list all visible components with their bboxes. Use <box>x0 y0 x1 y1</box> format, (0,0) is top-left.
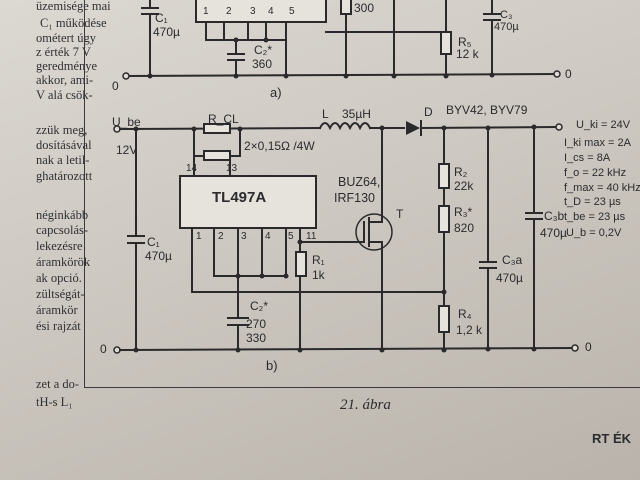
r3-value: 820 <box>454 221 475 235</box>
body-text-line: akkor, ami- <box>36 73 94 87</box>
figure-frame <box>84 0 640 388</box>
r4-value: 1,2 k <box>456 323 483 337</box>
ic-pin: 2 <box>218 231 224 242</box>
body-text-line: V alá csök- <box>36 88 93 102</box>
ic-pin: 11 <box>306 231 317 242</box>
rcl-label: R_CL <box>208 112 239 126</box>
spec-line: f_o = 22 kHz <box>564 167 627 179</box>
spec-line: I_ki max = 2A <box>564 137 631 149</box>
body-text-line: nak a letil- <box>36 153 90 167</box>
ic-a-pin: 4 <box>268 6 274 17</box>
ic-name: TL497A <box>212 189 267 206</box>
c2-b-value-1: 270 <box>246 317 267 331</box>
circuit-a <box>122 0 561 80</box>
fet-label-2: IRF130 <box>334 191 375 205</box>
body-text-line: áramkör <box>36 303 78 317</box>
diode-types: BYV42, BYV79 <box>446 103 528 117</box>
body-text-line: zzük meg, <box>36 123 88 137</box>
body-text-line: ghatározott <box>36 169 93 183</box>
r5-label: R₅ <box>458 35 472 49</box>
spec-line: I_cs = 8A <box>564 152 611 164</box>
circuit-b-label: b) <box>266 358 278 373</box>
body-text-line: zet a do- <box>36 377 80 391</box>
body-text-line: dosításával <box>36 138 92 152</box>
c1-b-value: 470µ <box>145 249 172 263</box>
ic-a-pin: 3 <box>250 6 256 17</box>
page-corner-text: RT ÉK <box>592 431 631 446</box>
body-text-line: C₁ működése <box>40 16 107 30</box>
c1-a-value: 470µ <box>153 25 180 39</box>
r3-label: R₃* <box>454 205 473 219</box>
c3b-label: C₃b <box>544 209 565 223</box>
c3a-label: C₃a <box>502 253 523 267</box>
c3-a-label: C₃ <box>500 9 513 21</box>
body-text-line: ométert úgy <box>36 31 97 45</box>
circuit-a-label: a) <box>270 85 282 100</box>
r1-label: R₁ <box>312 253 325 267</box>
c2-b-value-2: 330 <box>246 331 267 345</box>
body-text-line: lekezésre <box>36 239 83 253</box>
c2-b-label: C₂* <box>250 299 268 313</box>
fet-t-label: T <box>396 207 404 221</box>
body-text-line: capcsolás- <box>36 223 89 237</box>
c3a-value: 470µ <box>496 271 523 285</box>
ground-b-right: 0 <box>585 340 592 354</box>
c1-a-label: C₁ <box>155 11 168 25</box>
c2-a-value: 360 <box>252 57 273 71</box>
c3-a-value: 470µ <box>494 21 519 33</box>
figure-caption: 21. ábra <box>340 397 391 413</box>
fet-label: BUZ64, <box>338 175 381 189</box>
spec-line: f_max = 40 kHz <box>564 182 640 194</box>
inductor-value: 35µH <box>342 107 371 121</box>
ic-pin: 3 <box>241 231 247 242</box>
body-text-line: tH-s L₁ <box>36 395 73 409</box>
r2-value: 22k <box>454 179 474 193</box>
c3b-value: 470µ <box>540 226 567 240</box>
ground-b-left: 0 <box>100 342 107 356</box>
body-text-line: geredménye <box>36 59 98 73</box>
body-text-line: ak opció. <box>36 271 82 285</box>
ic-pin-14: 14 <box>186 163 198 174</box>
r4-label: R₄ <box>458 307 472 321</box>
circuit-b <box>113 120 579 354</box>
inductor-label: L <box>322 107 329 121</box>
ic-pin: 1 <box>196 231 202 242</box>
c2-a-label: C₂* <box>254 43 272 57</box>
ground-a-right: 0 <box>565 67 572 81</box>
body-text-line: négink​ább <box>36 208 89 222</box>
body-text-line: z érték 7 V <box>36 45 91 59</box>
body-text-line: ési rajzát <box>36 319 81 333</box>
spec-line: U_ki = 24V <box>576 119 631 131</box>
spec-line: U_b = 0,2V <box>566 227 622 239</box>
v12-label: 12V <box>116 143 138 157</box>
ube-label: U_be <box>112 115 141 129</box>
r1-value: 1k <box>312 268 325 282</box>
ic-pin: 5 <box>288 231 294 242</box>
r5-value: 12 k <box>456 47 479 61</box>
ic-pin-13: 13 <box>226 163 238 174</box>
ic-a-pin: 5 <box>289 6 295 17</box>
ground-a-left: 0 <box>112 79 119 93</box>
c1-b-label: C₁ <box>147 235 160 249</box>
r300-label: 300 <box>354 1 375 15</box>
body-text-line: zültségát- <box>36 287 85 301</box>
spec-line: t_be = 23 µs <box>564 211 626 223</box>
ic-a-pin: 1 <box>203 6 209 17</box>
rcl-value: 2×0,15Ω /4W <box>244 139 315 153</box>
diode-label: D <box>424 105 433 119</box>
ic-a-pin: 2 <box>226 6 232 17</box>
body-text-line: üzemisége mai <box>36 0 111 13</box>
ic-pin: 4 <box>265 231 271 242</box>
body-text-line: áramkörök <box>36 255 91 269</box>
spec-line: t_D = 23 µs <box>564 196 621 208</box>
r2-label: R₂ <box>454 165 468 179</box>
